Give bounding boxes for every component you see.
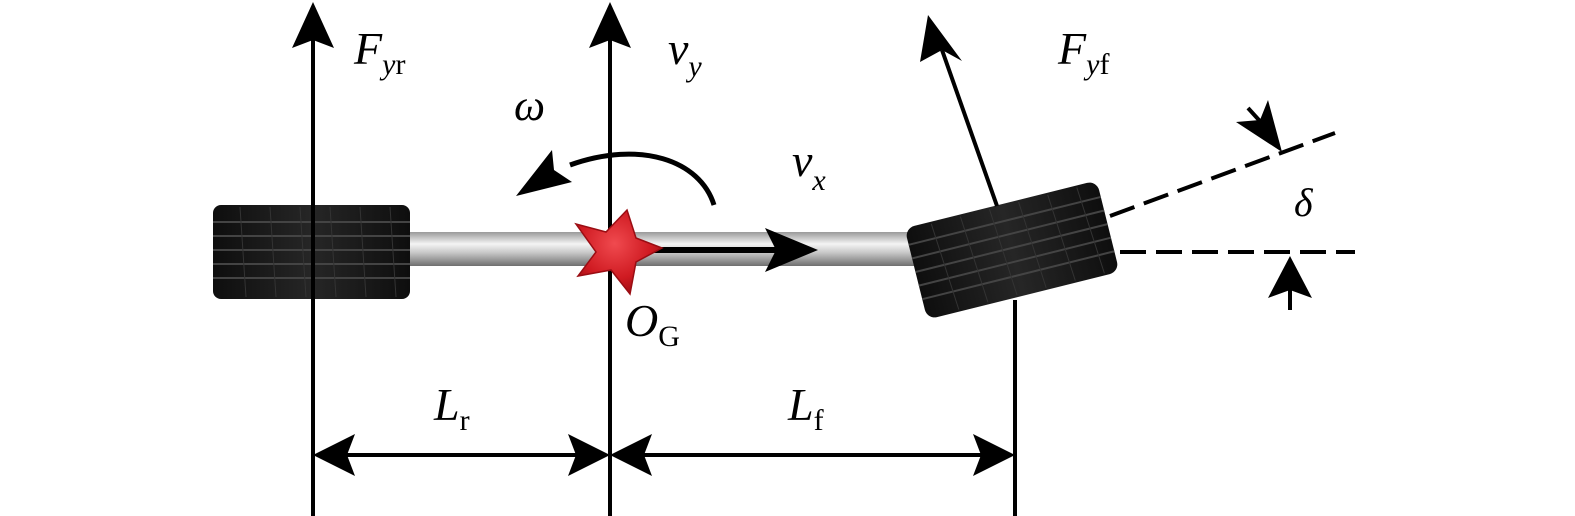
label-delta: δ [1294, 180, 1314, 225]
f-yf-arrow-shaft [940, 49, 999, 207]
label-o-g: OG [625, 295, 680, 353]
label-v-x: vx [792, 135, 826, 197]
front-heading-dashed-line [1109, 131, 1336, 218]
delta-arrowhead-bottom [1268, 256, 1312, 298]
label-f-yr: Fyr [353, 23, 405, 81]
label-l-f: Lf [787, 379, 824, 437]
cg-star [574, 208, 664, 296]
delta-arrowhead-top [1236, 100, 1282, 152]
omega-arc [569, 151, 717, 206]
label-l-r: Lr [433, 379, 470, 437]
lf-dimension [610, 434, 1015, 476]
f-yf-arrowhead [920, 15, 962, 62]
f-yr-arrowhead [292, 2, 334, 48]
front-tire [906, 182, 1118, 318]
lr-dimension [313, 434, 610, 476]
v-y-arrowhead [589, 2, 631, 48]
label-omega: ω [514, 81, 545, 130]
omega-arrowhead [516, 150, 572, 196]
label-v-y: vy [668, 23, 702, 83]
v-x-arrowhead [765, 228, 818, 272]
label-f-yf: Fyf [1057, 23, 1109, 81]
